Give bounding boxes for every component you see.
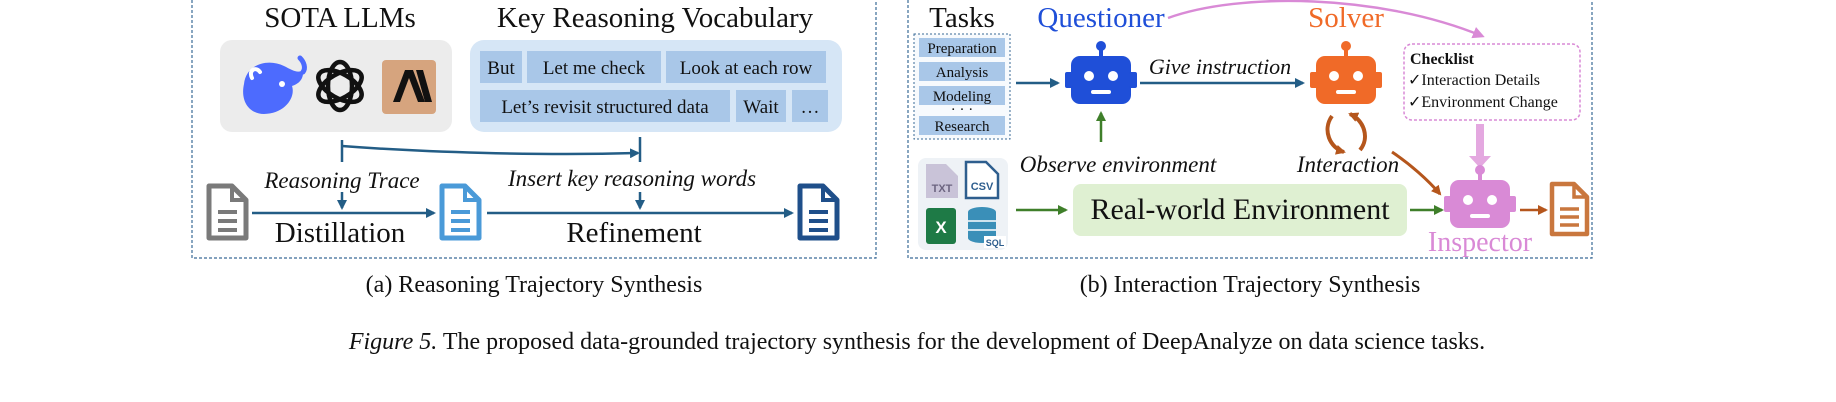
output-document-icon bbox=[1549, 181, 1590, 237]
task-chip bbox=[919, 86, 1005, 105]
anthropic-logo-icon bbox=[382, 60, 436, 114]
questioner-robot-icon bbox=[1065, 41, 1137, 104]
interaction-arrow-right bbox=[1348, 112, 1367, 152]
task-chip bbox=[919, 38, 1005, 57]
distillation-label: Distillation bbox=[275, 217, 406, 249]
interaction-label: Interaction bbox=[1296, 152, 1399, 177]
interaction-synthesis-panel: Tasks Questioner Solver Preparation Anal… bbox=[907, 0, 1593, 259]
distilled-document-icon bbox=[439, 183, 482, 241]
vocab-word-chip bbox=[480, 51, 522, 83]
subcaption-b: (b) Interaction Trajectory Synthesis bbox=[1080, 272, 1421, 298]
figure-caption: Figure 5. The proposed data-grounded tra… bbox=[348, 329, 1485, 355]
figure-caption-text: The proposed data-grounded trajectory sy… bbox=[437, 329, 1485, 355]
sql-database-icon: SQL bbox=[968, 207, 1006, 248]
excel-file-icon: X bbox=[926, 208, 956, 244]
svg-text:X: X bbox=[935, 218, 947, 237]
environment-box bbox=[1073, 184, 1407, 236]
checklist-item: ✓Environment Change bbox=[1408, 94, 1558, 111]
checklist-to-inspector-head bbox=[1469, 156, 1491, 168]
txt-file-icon: TXT bbox=[926, 164, 958, 198]
inspector-robot-icon bbox=[1444, 165, 1516, 228]
vocab-word: Let me check bbox=[543, 58, 646, 79]
task-chip bbox=[919, 62, 1005, 81]
questioner-to-checklist-arrow bbox=[1167, 0, 1485, 39]
whale-logo-icon bbox=[243, 55, 307, 114]
openai-logo-icon bbox=[316, 59, 364, 113]
insert-words-label: Insert key reasoning words bbox=[507, 166, 756, 191]
reasoning-synthesis-panel: SOTA LLMs Key Reasoning Vocabulary But bbox=[191, 0, 877, 259]
task-item: Modeling bbox=[933, 89, 992, 105]
solver-to-inspector-arrow bbox=[1391, 150, 1442, 196]
questioner-label: Questioner bbox=[1037, 2, 1165, 34]
task-chip bbox=[919, 116, 1005, 135]
vocab-title: Key Reasoning Vocabulary bbox=[497, 2, 814, 34]
vocab-word: Look at each row bbox=[680, 58, 813, 79]
figure-caption-label: Figure 5. bbox=[348, 329, 437, 355]
task-item: Research bbox=[935, 119, 990, 135]
checklist-title: Checklist bbox=[1410, 51, 1475, 68]
svg-text:CSV: CSV bbox=[971, 181, 994, 193]
task-item: Analysis bbox=[936, 65, 989, 81]
csv-file-icon: CSV bbox=[964, 160, 1000, 200]
observe-environment-label: Observe environment bbox=[1020, 152, 1217, 177]
subcaption-a: (a) Reasoning Trajectory Synthesis bbox=[366, 272, 703, 298]
checklist-item: ✓Interaction Details bbox=[1408, 72, 1540, 89]
vocab-word-chip bbox=[736, 90, 786, 122]
interaction-arrow-left bbox=[1325, 114, 1346, 155]
data-files-cluster: TXT CSV X SQL bbox=[918, 158, 1008, 250]
svg-text:SQL: SQL bbox=[986, 238, 1005, 248]
llm-to-vocab-arrow bbox=[341, 144, 640, 159]
sota-llms-title: SOTA LLMs bbox=[264, 2, 416, 34]
refined-document-icon bbox=[797, 183, 840, 241]
right-panel-border bbox=[907, 0, 1593, 259]
vocab-word: Let’s revisit structured data bbox=[501, 97, 709, 118]
solver-robot-icon bbox=[1310, 41, 1382, 104]
vocab-word-chip bbox=[666, 51, 826, 83]
vocab-word: But bbox=[487, 58, 515, 79]
task-ellipsis: · · · bbox=[951, 102, 974, 118]
tasks-title: Tasks bbox=[929, 2, 995, 34]
vocab-word-chip bbox=[792, 90, 828, 122]
reasoning-trace-label: Reasoning Trace bbox=[263, 168, 419, 193]
vocab-word: … bbox=[801, 97, 820, 118]
give-instruction-label: Give instruction bbox=[1149, 54, 1291, 79]
task-item: Preparation bbox=[927, 41, 997, 57]
checklist-box bbox=[1403, 43, 1581, 121]
svg-text:TXT: TXT bbox=[932, 183, 953, 195]
inspector-label: Inspector bbox=[1428, 227, 1533, 258]
environment-label: Real-world Environment bbox=[1090, 193, 1390, 226]
vocab-word: Wait bbox=[743, 97, 779, 118]
vocab-word-chip bbox=[527, 51, 661, 83]
left-panel-border bbox=[191, 0, 877, 259]
raw-document-icon bbox=[206, 183, 249, 241]
refinement-label: Refinement bbox=[566, 217, 701, 249]
vocab-word-chip bbox=[480, 90, 730, 122]
